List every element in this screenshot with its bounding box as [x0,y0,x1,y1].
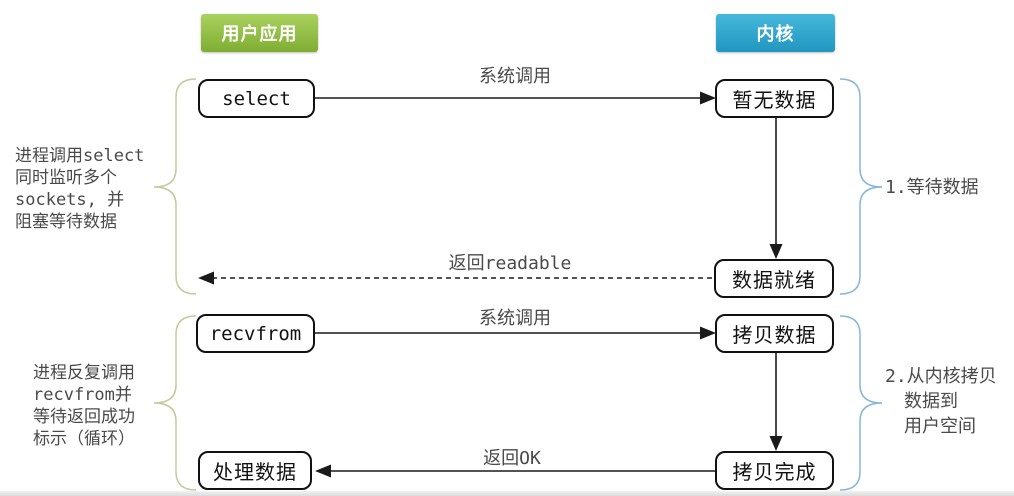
annotation-select-blocking: 进程调用select 同时监听多个 sockets, 并 阻塞等待数据 [15,145,144,233]
label-return-ok: 返回OK [483,448,541,469]
brace-right-copy-phase [839,315,883,491]
arrowhead-return-readable [198,271,214,285]
arrowhead-syscall-select [700,91,716,105]
user-app-header: 用户应用 [201,14,318,52]
brace-right-wait-phase [839,78,883,295]
brace-left-select-phase [153,78,197,295]
annotation-line: 2.从内核拷贝 [885,366,997,387]
brace-left-recvfrom-phase [153,315,197,491]
node-copy-done: 拷贝完成 [715,451,834,490]
arrowhead-syscall-recvfrom [700,326,716,340]
label-syscall-recvfrom: 系统调用 [479,308,551,328]
node-data-ready: 数据就绪 [714,259,834,298]
annotation-line: 阻塞等待数据 [15,212,117,232]
annotation-line: 数据到 [904,391,958,412]
kernel-header: 内核 [716,14,835,52]
annotation-line: 等待返回成功 [33,407,135,427]
annotation-copy-kernel-to-user: 2.从内核拷贝 数据到 用户空间 [885,364,997,439]
annotation-recvfrom-loop: 进程反复调用 recvfrom并 等待返回成功 标示（循环） [33,362,135,450]
annotation-line: recvfrom并 [33,385,132,405]
label-syscall-select: 系统调用 [479,66,551,86]
node-no-data-yet: 暂无数据 [715,79,834,118]
annotation-line: 进程调用select [15,146,145,166]
node-copy-data: 拷贝数据 [715,314,834,353]
label-return-readable: 返回readable [448,253,572,274]
node-process-data: 处理数据 [198,451,312,490]
annotation-line: 标示（循环） [33,429,135,449]
arrowhead-return-ok [315,464,331,478]
node-recvfrom: recvfrom [196,314,315,353]
annotation-wait-data: 1.等待数据 [885,177,979,198]
arrowhead-copying [769,436,783,451]
annotation-line: 用户空间 [904,416,976,437]
node-select: select [198,79,315,118]
annotation-line: sockets, 并 [15,190,125,210]
annotation-line: 同时监听多个 [15,168,117,188]
arrowhead-wait-data [769,244,783,259]
page-bottom-edge [0,491,1014,496]
annotation-line: 进程反复调用 [33,363,135,383]
